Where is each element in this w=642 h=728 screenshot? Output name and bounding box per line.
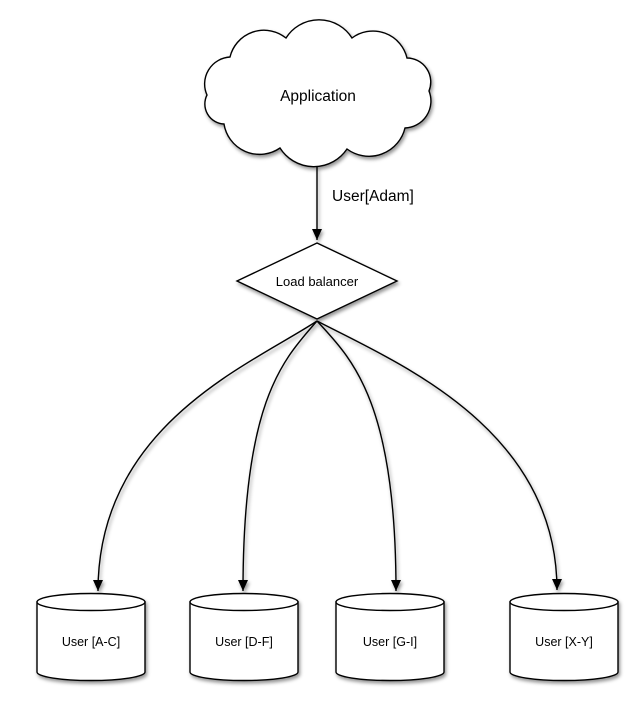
edge-loadbalancer-to-shard-x-y xyxy=(316,320,562,591)
edge-loadbalancer-to-shard-a-c xyxy=(93,320,318,592)
application-cloud-shape xyxy=(203,19,432,168)
edge-label-user-adam: User[Adam] xyxy=(332,188,414,205)
shard-cylinder-a-c xyxy=(36,592,146,682)
load-balancer-diamond-shape xyxy=(235,242,399,320)
load-balancer-label: Load balancer xyxy=(276,274,359,289)
shard-label-g-i: User [G-I] xyxy=(363,635,417,649)
application-label: Application xyxy=(280,88,356,105)
shard-label-x-y: User [X-Y] xyxy=(535,635,593,649)
edge-loadbalancer-to-shard-d-f xyxy=(238,320,318,592)
edge-group-loadbalancer-to-shards xyxy=(93,320,562,592)
edge-loadbalancer-to-shard-g-i xyxy=(316,320,401,592)
shard-cylinder-d-f xyxy=(189,592,299,682)
shard-label-d-f: User [D-F] xyxy=(215,635,273,649)
shard-label-a-c: User [A-C] xyxy=(62,635,120,649)
shard-cylinder-g-i xyxy=(335,592,445,682)
shard-cylinder-x-y xyxy=(509,592,619,682)
